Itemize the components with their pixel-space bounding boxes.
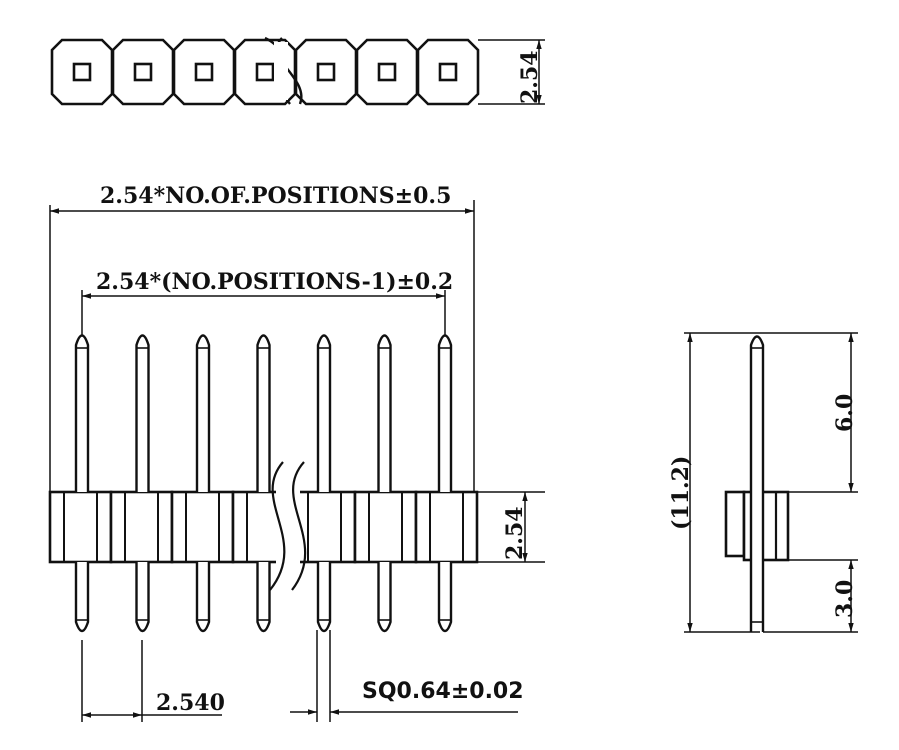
- upper-pin: [135, 334, 150, 492]
- upper-pin: [316, 334, 332, 492]
- lower-pin: [256, 562, 271, 633]
- upper-pin: [74, 334, 90, 492]
- side-pin: [749, 335, 765, 632]
- lower-pin: [195, 562, 211, 633]
- top-pin-square: [316, 62, 336, 82]
- top-break-gap: [274, 42, 288, 100]
- lower-pin: [316, 562, 332, 633]
- housing-cell: [292, 490, 357, 564]
- total-height-label: (11.2): [668, 456, 694, 530]
- upper-pin: [256, 334, 271, 492]
- upper-pin: [377, 334, 392, 492]
- upper-pin: [437, 334, 453, 492]
- top-pin-square: [255, 62, 275, 82]
- front-break-line: [291, 461, 307, 591]
- pin-span-label: 2.54*(NO.POSITIONS-1)±0.2: [96, 269, 453, 295]
- front-view: [48, 200, 545, 722]
- side-housing-front: [724, 490, 746, 558]
- lower-pin-label: 3.0: [832, 580, 858, 618]
- pin-size-label: SQ0.64±0.02: [362, 679, 524, 704]
- top-view: [50, 36, 545, 106]
- housing-cell: [353, 490, 418, 564]
- upper-pin: [195, 334, 211, 492]
- housing-cell: [170, 490, 235, 564]
- housing-cell: [48, 490, 113, 564]
- top-pin-square: [438, 62, 458, 82]
- top-pin-square: [133, 62, 153, 82]
- side-view: [684, 332, 858, 633]
- top-pitch-label: 2.54: [517, 50, 543, 104]
- front-break-line: [269, 461, 286, 591]
- lower-pin: [135, 562, 150, 633]
- lower-pin: [437, 562, 453, 633]
- pitch-label: 2.540: [156, 690, 225, 716]
- top-pin-square: [377, 62, 397, 82]
- lower-pin: [377, 562, 392, 633]
- top-pin-square: [194, 62, 214, 82]
- housing-cell: [414, 490, 479, 564]
- body-height-label: 2.54: [502, 506, 528, 560]
- front-break-gap: [276, 470, 300, 590]
- housing-cell: [109, 490, 174, 564]
- lower-pin: [74, 562, 90, 633]
- top-pin-square: [72, 62, 92, 82]
- upper-pin-label: 6.0: [832, 394, 858, 432]
- overall-length-label: 2.54*NO.OF.POSITIONS±0.5: [100, 183, 451, 209]
